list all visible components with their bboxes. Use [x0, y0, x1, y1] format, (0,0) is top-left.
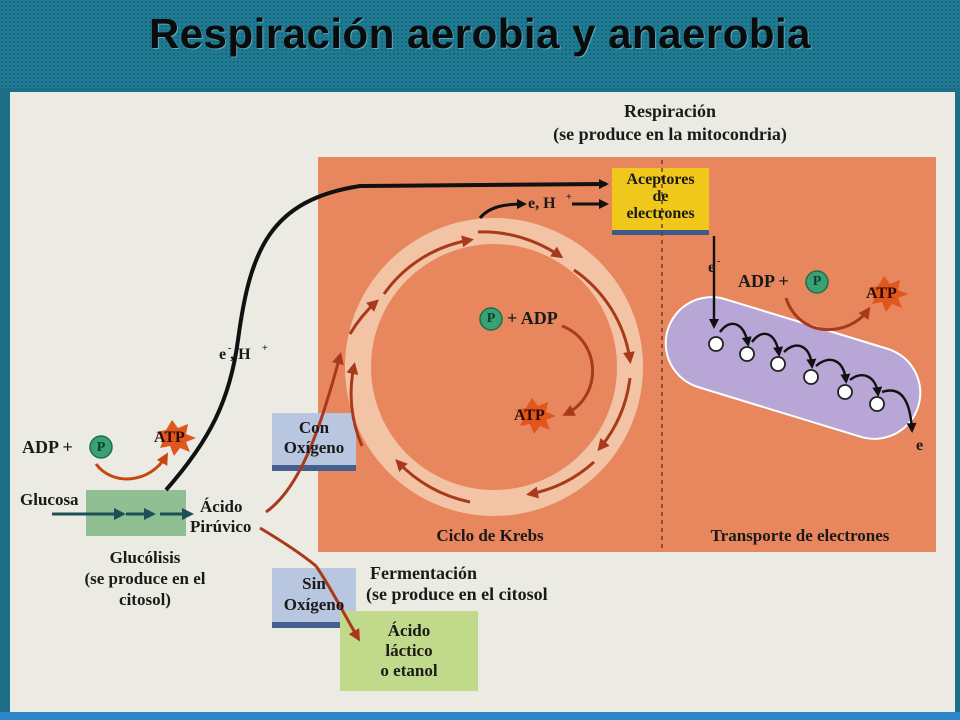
lactic-label-2: láctico — [385, 641, 433, 660]
lactic-label-1: Ácido — [387, 621, 431, 640]
eh-left-superscript-plus: + — [262, 343, 268, 354]
pyruvate-to-krebs-arrow — [265, 352, 344, 514]
electron-end-label: e — [916, 437, 924, 454]
electron-carriers — [708, 336, 885, 412]
glycolysis-adp-label: ADP + — [22, 437, 73, 457]
atp-starburst-icon — [156, 276, 908, 456]
bottom-strip — [0, 712, 960, 720]
fermentation-label: Fermentación — [370, 563, 477, 583]
glycolysis-label: Glucólisis — [109, 548, 181, 567]
glucose-label: Glucosa — [20, 490, 79, 509]
krebs-electron-arrow — [478, 199, 527, 220]
krebs-atp-label: ATP — [514, 407, 545, 424]
phosphate-circle-icon — [89, 270, 829, 459]
krebs-phosphate-label: P — [486, 311, 496, 326]
acceptor-label-2: de — [652, 188, 669, 205]
eh-left-label: e , H — [219, 346, 251, 363]
electron-superscript: - — [717, 256, 721, 267]
fermentation-location: (se produce en el citosol — [366, 584, 548, 604]
pyruvate-label-2: Pirúvico — [190, 517, 252, 536]
krebs-atp-arrow — [561, 324, 594, 416]
carrier-hops — [709, 236, 917, 433]
etc-adp-label: ADP + — [738, 271, 789, 291]
acceptor-label-1: Aceptores — [626, 171, 695, 188]
eh-left-superscript-minus: - — [228, 343, 232, 354]
respiration-subtitle: (se produce en la mitocondria) — [553, 124, 787, 144]
etc-atp-label: ATP — [866, 285, 897, 302]
etc-phosphate-label: P — [812, 274, 822, 289]
respiration-label: Respiración — [624, 101, 716, 121]
krebs-adp-label: + ADP — [507, 308, 558, 328]
electron-path-main — [164, 179, 609, 492]
with-oxygen-label-2: Oxígeno — [283, 438, 345, 457]
eh-top-label: e, H — [528, 195, 556, 212]
with-oxygen-label-1: Con — [298, 418, 330, 437]
eh-top-superscript: + — [566, 192, 572, 203]
glycolysis-location-1: (se produce en el — [84, 569, 206, 588]
krebs-cycle-label: Ciclo de Krebs — [436, 526, 544, 545]
glycolysis-atp-arrow — [94, 452, 168, 481]
lactic-label-3: o etanol — [380, 661, 438, 680]
without-oxygen-label-1: Sin — [302, 574, 326, 593]
without-oxygen-label-2: Oxígeno — [283, 595, 345, 614]
slide-header — [0, 0, 960, 88]
krebs-arrows — [346, 230, 635, 504]
electron-transport-label: Transporte de electrones — [710, 526, 890, 545]
pyruvate-label-1: Ácido — [200, 497, 243, 516]
etc-atp-arrow — [784, 297, 871, 331]
electron-label: e — [708, 259, 716, 276]
glycolysis-atp-label: ATP — [154, 429, 185, 446]
acceptor-label-3: electrones — [626, 205, 695, 222]
glycolysis-location-2: citosol) — [119, 590, 171, 609]
slide-title: Respiración aerobia y anaerobia — [148, 10, 812, 57]
fermentation-to-lactic-arrow — [314, 565, 361, 642]
acceptor-box — [612, 168, 709, 235]
lactic-acid-box — [340, 611, 478, 691]
glycolysis-phosphate-label: P — [96, 440, 106, 455]
pyruvate-to-fermentation-arrow — [259, 526, 317, 568]
